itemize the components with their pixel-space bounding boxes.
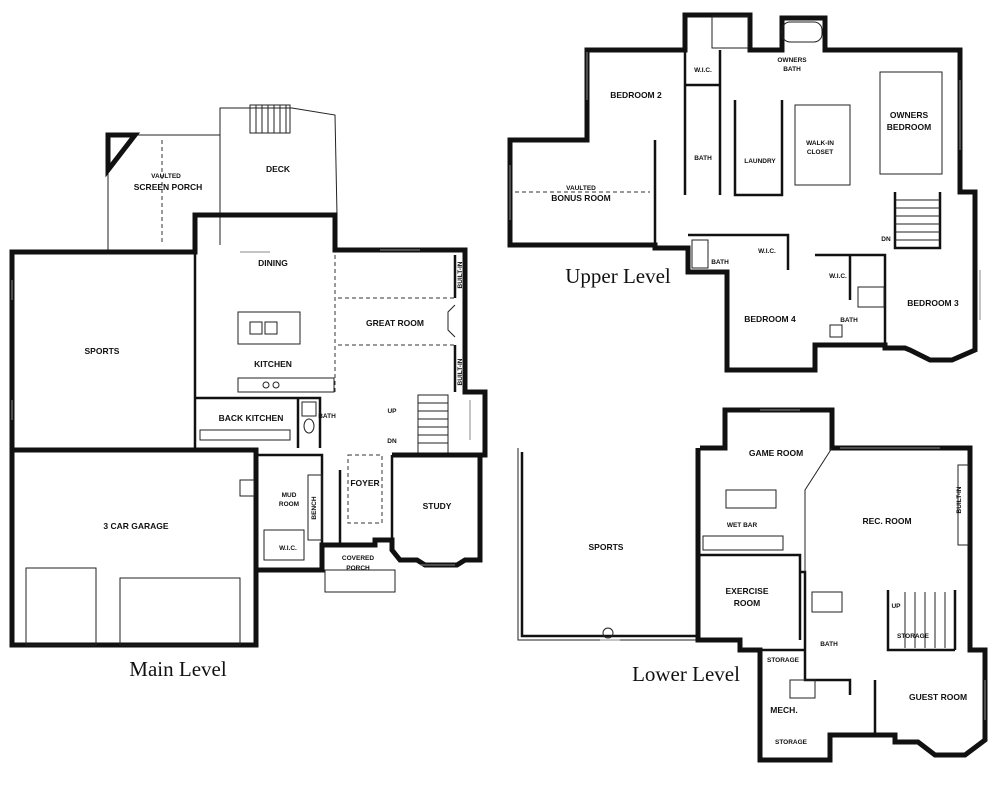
screen-porch-label: SCREEN PORCH <box>134 182 202 192</box>
exercise-room-label-2: ROOM <box>734 598 760 608</box>
lower-level-title: Lower Level <box>632 662 740 686</box>
bonus-room-label: BONUS ROOM <box>551 193 611 203</box>
bedroom-4-label: BEDROOM 4 <box>744 314 796 324</box>
dining-label: DINING <box>258 258 288 268</box>
upper-bath-label-2: BATH <box>711 259 729 266</box>
garage-wall <box>12 447 259 645</box>
wet-bar-label: WET BAR <box>727 522 758 529</box>
kitchen-island <box>237 311 301 345</box>
garage-door-double <box>119 577 241 646</box>
great-room-label: GREAT ROOM <box>366 318 424 328</box>
mech-label: MECH. <box>770 705 797 715</box>
upper-stairs-down-label: DN <box>881 236 891 243</box>
study-label: STUDY <box>423 501 452 511</box>
screen-porch-outline <box>107 134 221 250</box>
built-in-label-1: BUILT-IN <box>457 261 464 288</box>
main-stairs <box>417 394 449 454</box>
owners-bath-label-1: OWNERS <box>777 57 807 64</box>
exercise-room-label-1: EXERCISE <box>726 586 769 596</box>
bedroom-3-label: BEDROOM 3 <box>907 298 959 308</box>
deck-label: DECK <box>266 164 291 174</box>
mud-wic-label: W.I.C. <box>279 545 297 552</box>
fireplace-corner <box>105 132 141 178</box>
upper-wic-label-3: W.I.C. <box>829 273 847 280</box>
garage-label: 3 CAR GARAGE <box>103 521 169 531</box>
rec-room-label: REC. ROOM <box>862 516 911 526</box>
deck-stair-treads <box>255 105 287 133</box>
mud-room-label-1: MUD <box>282 492 297 499</box>
lower-stairs-up-label: UP <box>891 603 901 610</box>
main-stairs-up-label: UP <box>387 408 397 415</box>
covered-porch-label-1: COVERED <box>342 555 374 562</box>
wet-bar-island <box>725 489 777 509</box>
main-level-title: Main Level <box>129 657 227 681</box>
lower-sports-outline <box>517 448 700 641</box>
game-room-label: GAME ROOM <box>749 448 803 458</box>
lower-bath-label: BATH <box>820 641 838 648</box>
walkin-closet-label-1: WALK-IN <box>806 140 834 147</box>
lower-storage-label-3: STORAGE <box>775 739 808 746</box>
owners-bath-label-2: BATH <box>783 66 801 73</box>
upper-level-title: Upper Level <box>565 264 671 288</box>
foyer-label: FOYER <box>350 478 379 488</box>
bench-label: BENCH <box>311 496 318 519</box>
covered-porch-label-2: PORCH <box>346 565 370 572</box>
back-kitchen-label: BACK KITCHEN <box>219 413 284 423</box>
lower-sports-label: SPORTS <box>589 542 624 552</box>
lower-exterior-wall <box>695 407 988 763</box>
lower-built-in-label: BUILT-IN <box>956 486 963 513</box>
kitchen-label: KITCHEN <box>254 359 292 369</box>
laundry-label: LAUNDRY <box>744 158 776 165</box>
owners-bedroom-label-1: OWNERS <box>890 110 929 120</box>
covered-porch <box>324 569 396 593</box>
upper-bath-label-1: BATH <box>694 155 712 162</box>
lower-level-plan <box>517 407 988 763</box>
walkin-closet-label-2: CLOSET <box>807 149 833 156</box>
bedroom-2-label: BEDROOM 2 <box>610 90 662 100</box>
deck-outline <box>219 107 338 216</box>
sports-label: SPORTS <box>85 346 120 356</box>
owners-bedroom-label-2: BEDROOM <box>887 122 931 132</box>
main-stairs-down-label: DN <box>387 438 397 445</box>
guest-room-label: GUEST ROOM <box>909 692 967 702</box>
bonus-vaulted-label: VAULTED <box>566 185 596 192</box>
main-bath-label: BATH <box>318 413 336 420</box>
lower-storage-label-2: STORAGE <box>767 657 800 664</box>
mud-room-label-2: ROOM <box>279 501 299 508</box>
main-level-plan <box>9 104 488 648</box>
built-in-label-2: BUILT-IN <box>457 358 464 385</box>
upper-level-plan <box>507 12 981 373</box>
deck-stairs <box>249 104 291 134</box>
upper-bath-label-3: BATH <box>840 317 858 324</box>
screen-porch-vaulted-label: VAULTED <box>151 173 181 180</box>
lower-storage-label-1: STORAGE <box>897 633 930 640</box>
upper-wic-label-2: W.I.C. <box>758 248 776 255</box>
garage-door-single <box>25 567 97 646</box>
upper-wic-label-1: W.I.C. <box>694 67 712 74</box>
